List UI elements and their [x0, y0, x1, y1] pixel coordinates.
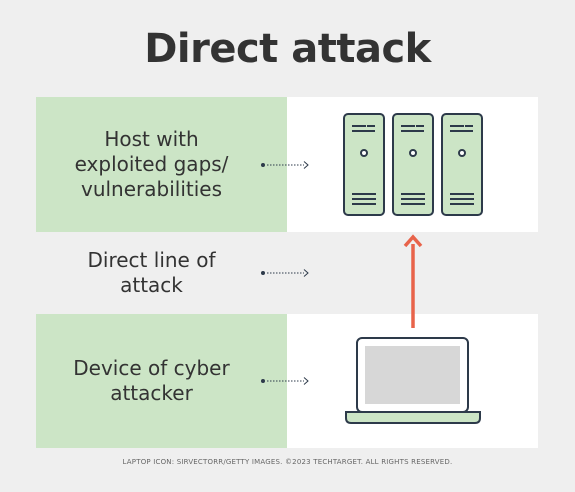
- attack-label-cell: Direct line of attack: [36, 232, 287, 314]
- row-attack-line: Direct line of attack: [36, 232, 538, 314]
- host-label-cell: Host with exploited gaps/ vulnerabilitie…: [36, 97, 287, 232]
- image-credit: LAPTOP ICON: SIRVECTORR/GETTY IMAGES. ©2…: [122, 458, 453, 466]
- attack-arrow-icon: [403, 234, 423, 328]
- laptop-icon: [345, 337, 481, 424]
- device-connector-icon: [261, 377, 309, 385]
- server-unit-right-icon: [441, 113, 483, 216]
- diagram-title: Direct attack: [144, 26, 431, 72]
- server-unit-left-icon: [343, 113, 385, 216]
- laptop-screen-icon: [365, 346, 460, 404]
- server-rack-icon: [343, 113, 483, 216]
- device-label-cell: Device of cyber attacker: [36, 314, 287, 448]
- attack-connector-icon: [261, 269, 309, 277]
- attack-label: Direct line of attack: [87, 248, 216, 297]
- host-label: Host with exploited gaps/ vulnerabilitie…: [74, 127, 229, 201]
- row-attacker-device: Device of cyber attacker: [36, 314, 538, 448]
- server-unit-middle-icon: [392, 113, 434, 216]
- host-connector-icon: [261, 160, 309, 169]
- device-label: Device of cyber attacker: [73, 356, 230, 405]
